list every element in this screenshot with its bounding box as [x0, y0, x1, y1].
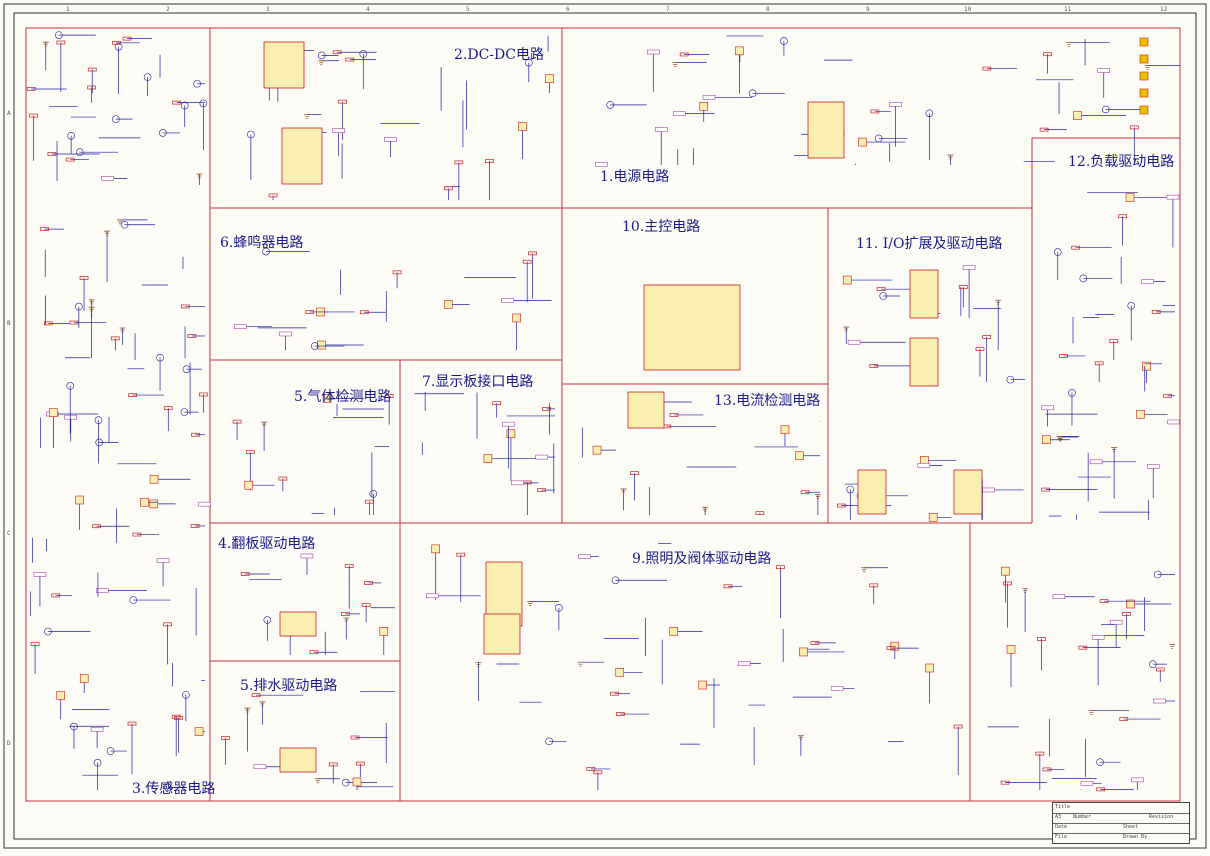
- ruler-top-7: 7: [666, 6, 670, 13]
- title-block-size: A3: [1055, 814, 1062, 820]
- section-title-drain: 5.排水驱动电路: [240, 678, 338, 694]
- ruler-top-6: 6: [566, 6, 570, 13]
- title-block-title: Title: [1055, 804, 1071, 810]
- title-block-drawn: Drawn By: [1123, 834, 1148, 840]
- ruler-side-a: A: [7, 110, 11, 117]
- outer-border: [3, 3, 1207, 849]
- section-title-load: 12.负载驱动电路: [1068, 154, 1175, 170]
- section-frames: [25, 27, 1181, 802]
- ruler-side-b: B: [7, 320, 11, 327]
- ruler-top-2: 2: [166, 6, 170, 13]
- ruler-top-9: 9: [866, 6, 870, 13]
- title-block: Title A3 Number Revision Date Sheet File…: [1052, 802, 1190, 844]
- ruler-top-1: 1: [66, 6, 70, 13]
- section-title-light: 9.照明及阀体驱动电路: [632, 551, 772, 567]
- ruler-top-8: 8: [766, 6, 770, 13]
- ruler-side-d: D: [7, 740, 11, 747]
- main-frame: [25, 27, 1181, 802]
- section-title-gas: 5.气体检测电路: [294, 389, 392, 405]
- section-title-flap: 4.翻板驱动电路: [218, 536, 316, 552]
- title-block-date: Date: [1055, 824, 1068, 830]
- ruler-top-11: 11: [1064, 6, 1072, 13]
- inner-border: [13, 12, 1197, 840]
- section-title-power: 1.电源电路: [600, 169, 670, 185]
- section-title-current: 13.电流检测电路: [714, 393, 821, 409]
- section-title-mcu: 10.主控电路: [622, 219, 701, 235]
- ruler-top-5: 5: [466, 6, 470, 13]
- section-title-buzzer: 6.蜂鸣器电路: [220, 235, 304, 251]
- ruler-top-10: 10: [964, 6, 972, 13]
- ruler-side-c: C: [7, 530, 11, 537]
- ruler-top-3: 3: [266, 6, 270, 13]
- section-title-display: 7.显示板接口电路: [422, 374, 534, 390]
- title-block-revision: Revision: [1149, 814, 1174, 820]
- section-title-sensor: 3.传感器电路: [132, 781, 216, 797]
- title-block-file: File: [1055, 834, 1068, 840]
- ruler-top-12: 12: [1160, 6, 1168, 13]
- section-title-dcdc: 2.DC-DC电路: [454, 47, 544, 63]
- circuit-drawing: [26, 31, 1180, 792]
- title-block-number: Number: [1073, 814, 1092, 820]
- title-block-sheet: Sheet: [1123, 824, 1139, 830]
- ruler-top-4: 4: [366, 6, 370, 13]
- section-title-io: 11. I/O扩展及驱动电路: [856, 236, 1003, 252]
